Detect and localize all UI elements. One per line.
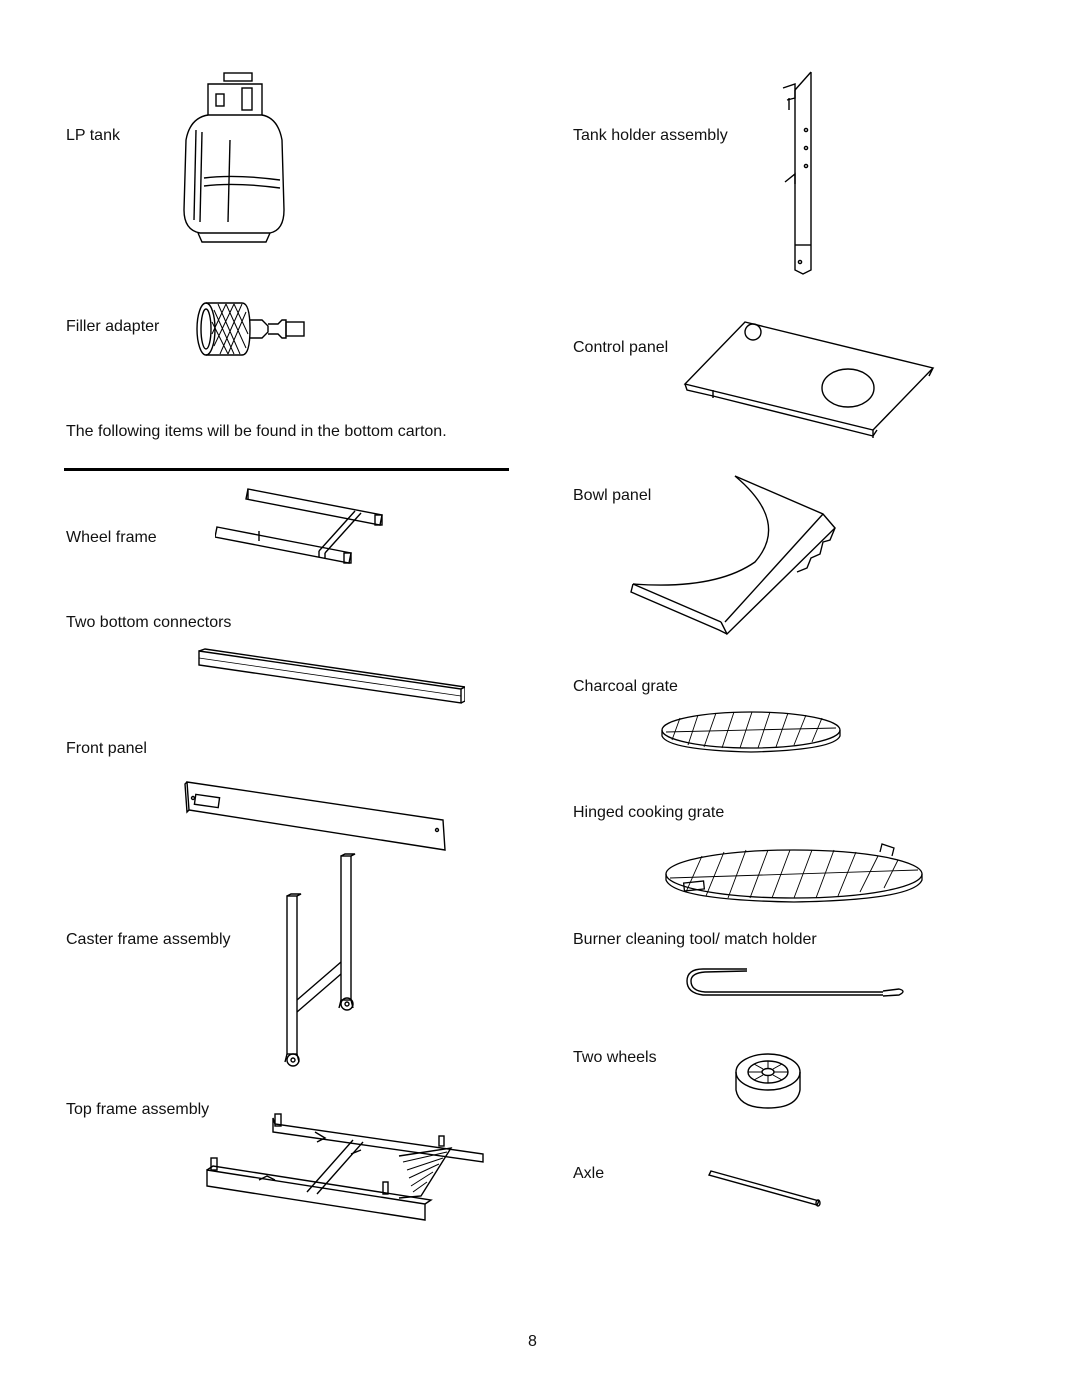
- label-caster-frame-assembly: Caster frame assembly: [66, 931, 231, 948]
- page-number: 8: [528, 1333, 537, 1350]
- burner-cleaning-tool-illustration: [683, 965, 908, 1005]
- label-wheel-frame: Wheel frame: [66, 529, 157, 546]
- charcoal-grate-illustration: [658, 708, 844, 758]
- label-control-panel: Control panel: [573, 339, 669, 356]
- wheel-frame-illustration: [215, 485, 390, 575]
- label-two-wheels: Two wheels: [573, 1049, 657, 1066]
- label-filler-adapter: Filler adapter: [66, 318, 160, 335]
- label-charcoal-grate: Charcoal grate: [573, 678, 678, 695]
- axle-illustration: [707, 1167, 825, 1209]
- tank-holder-illustration: [775, 70, 825, 275]
- control-panel-illustration: [683, 318, 938, 443]
- caster-frame-illustration: [275, 852, 370, 1074]
- lp-tank-illustration: [180, 70, 290, 245]
- bowl-panel-illustration: [625, 472, 845, 642]
- front-panel-illustration: [183, 778, 448, 856]
- label-tank-holder-assembly: Tank holder assembly: [573, 127, 728, 144]
- wheel-illustration: [733, 1050, 803, 1112]
- filler-adapter-illustration: [190, 298, 312, 360]
- section-divider: [64, 468, 509, 471]
- bottom-carton-note: The following items will be found in the…: [66, 423, 447, 440]
- label-hinged-cooking-grate: Hinged cooking grate: [573, 804, 725, 821]
- label-axle: Axle: [573, 1165, 605, 1182]
- label-lp-tank: LP tank: [66, 127, 120, 144]
- label-two-bottom-connectors: Two bottom connectors: [66, 614, 232, 631]
- label-top-frame-assembly: Top frame assembly: [66, 1101, 210, 1118]
- hinged-cooking-grate-illustration: [662, 842, 927, 904]
- bottom-connector-illustration: [195, 647, 465, 709]
- top-frame-illustration: [203, 1112, 488, 1224]
- label-burner-cleaning-tool: Burner cleaning tool/ match holder: [573, 931, 817, 948]
- label-front-panel: Front panel: [66, 740, 147, 757]
- label-bowl-panel: Bowl panel: [573, 487, 652, 504]
